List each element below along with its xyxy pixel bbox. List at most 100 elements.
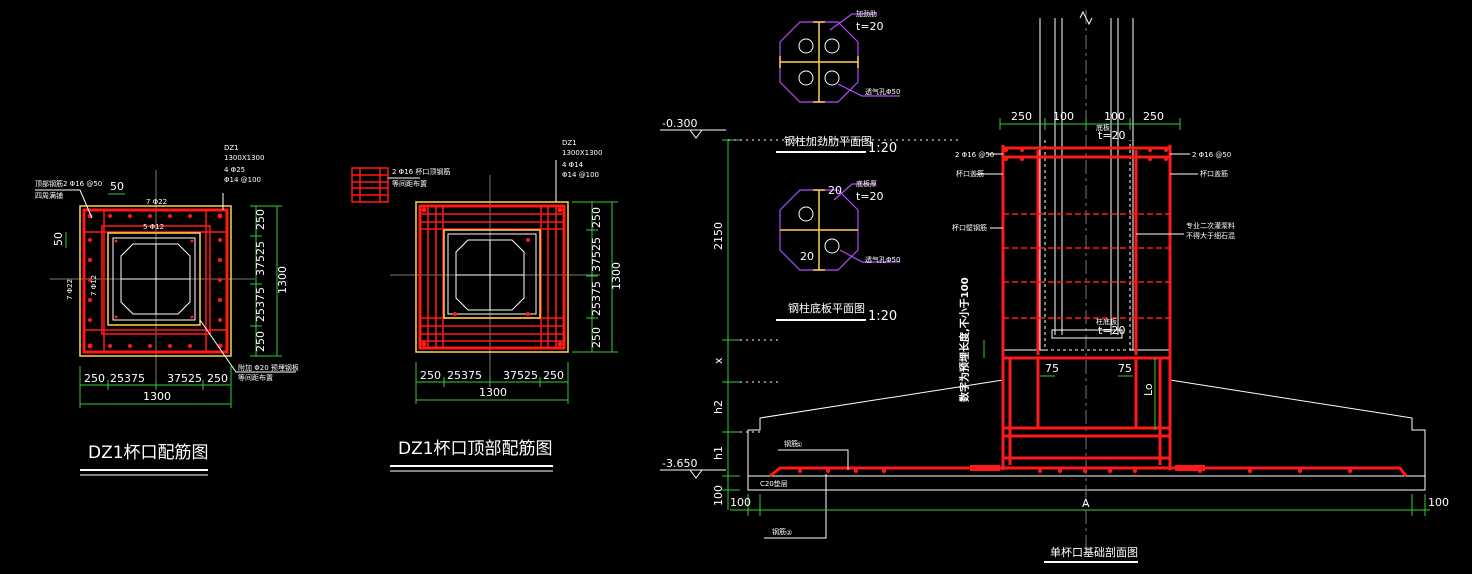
dim-ticks-bottom: [747, 494, 1426, 516]
dim-right-4: 250: [590, 327, 603, 348]
dim-h1: h1: [712, 446, 725, 460]
dim-right-1: 250: [590, 207, 603, 228]
inner-stirrup: [101, 225, 211, 335]
note-top-2: 四周满铺: [35, 191, 63, 200]
dim-top-2: 100: [1053, 110, 1074, 123]
vent-hole: [798, 206, 814, 222]
dim-right-2: 37525: [590, 237, 603, 272]
rebar-hook: [970, 465, 1000, 471]
label-plate: 底板厚: [856, 179, 877, 188]
tag-stirrup: Φ14 @100: [562, 171, 599, 179]
note-top-1: 顶部钢筋2 Φ16 @50: [35, 179, 102, 188]
top-mesh: [418, 204, 566, 350]
dim-top-4: 250: [1143, 110, 1164, 123]
bottom-mesh: [769, 466, 1408, 478]
dim-ticks-bottom: [415, 362, 569, 404]
leader-line: [837, 83, 900, 97]
dim-bottom-1: 250: [84, 372, 105, 385]
label-bar-2: 钢筋: [772, 527, 786, 536]
label-bar-2-no: ②: [786, 529, 792, 537]
bottom-mesh-dots: [798, 148, 1352, 473]
label-plate-2-t: t=20: [1098, 324, 1126, 337]
dim-50-top: 50: [110, 180, 124, 193]
scale-baseplate: 1:20: [868, 309, 897, 324]
dim-lo: Lo: [1142, 383, 1155, 396]
dim-x: x: [712, 357, 725, 364]
dim-A: A: [1082, 497, 1090, 510]
break-mark: [1079, 10, 1093, 26]
leader-line: [764, 474, 827, 539]
label-cushion: C20垫层: [760, 479, 788, 488]
label-plate: 底板: [1096, 123, 1110, 132]
drawing-stiffener-plan: 加劲肋 t=20 透气孔Φ50 钢柱加劲肋平面图 1:20: [776, 9, 900, 156]
dim-top-3: 100: [1104, 110, 1125, 123]
dim-bottom-total: 1300: [479, 386, 507, 399]
label-plate-2: 柱底板: [1096, 317, 1117, 326]
label-bar-1: 钢筋: [784, 439, 798, 448]
note-bottom: 附加 Φ20 预埋钢板: [238, 363, 299, 372]
label-7-22: 7 Φ22: [146, 198, 167, 206]
vent-hole: [824, 38, 840, 54]
note-bottom-2: 等间距布置: [238, 373, 273, 382]
level-triangle: [689, 129, 703, 139]
rebar-dots: [87, 213, 223, 349]
dim-right-total: 1300: [276, 266, 289, 294]
tag-bars: 4 Φ25: [224, 166, 245, 174]
drawing-foundation-section: -0.300 -3.650 2150 x h2 h1 100 C20垫层: [660, 10, 1449, 563]
rebar-hook: [1175, 465, 1205, 471]
level-triangle: [689, 469, 703, 479]
rebar-dots: [421, 207, 563, 347]
dim-100-a: 100: [730, 496, 751, 509]
scale-stiffener: 1:20: [868, 141, 897, 156]
base-plate: [1051, 329, 1123, 339]
dim-h2: h2: [712, 400, 725, 414]
cup-outline: [79, 205, 232, 357]
dim-right-4: 250: [254, 331, 267, 352]
label-vent: 透气孔Φ50: [865, 87, 900, 96]
dim-right-3: 25375: [254, 287, 267, 322]
vertical-note: 数字为预埋长度,不小于100: [958, 277, 971, 402]
vent-hole: [798, 70, 814, 86]
title-section: 单杯口基础剖面图: [1050, 545, 1138, 559]
dim-20-b: 20: [800, 250, 814, 263]
tag-dz1: DZ1: [224, 144, 239, 152]
label-bar-left: 2 Φ16 @50: [955, 151, 994, 159]
dim-ticks-right: [250, 205, 282, 357]
note-1: 2 Φ16 杯口顶钢筋: [392, 167, 450, 176]
label-5-12: 5 Φ12: [143, 223, 164, 231]
dim-bottom-2: 25375: [110, 372, 145, 385]
drawing-dz1-cup-plan: DZ1 1300X1300 4 Φ25 Φ14 @100 顶部钢筋2 Φ16 @…: [35, 144, 299, 476]
dim-bottom-3: 37525: [503, 369, 538, 382]
column-base: [112, 237, 196, 321]
cup-hoops: [1003, 213, 1170, 319]
leader-line: [833, 183, 876, 201]
label-side-b: 7 Φ12: [90, 275, 98, 296]
level-top: -0.300: [662, 117, 697, 130]
cup-wall-rebar: [1001, 145, 1172, 470]
base-plate: [120, 243, 191, 315]
detail-box: [351, 167, 389, 203]
label-stiffener-t: t=20: [856, 20, 884, 33]
dim-75-b: 75: [1118, 362, 1132, 375]
leader-line: [778, 449, 849, 470]
title-dz1-cup: DZ1杯口配筋图: [88, 443, 209, 463]
foundation-outline-left: [747, 349, 1045, 476]
label-cup-top: 杯口盖筋: [956, 169, 984, 178]
dim-2150: 2150: [712, 222, 725, 250]
plate-octagon: [779, 189, 859, 271]
tag-size: 1300X1300: [224, 154, 264, 162]
dim-50-left: 50: [52, 232, 65, 246]
dim-ticks-bottom: [79, 366, 232, 408]
leader-line: [829, 13, 876, 31]
leader-line: [35, 189, 93, 219]
label-cup-top-r: 杯口盖筋: [1200, 169, 1228, 178]
plate-octagon: [779, 21, 859, 103]
label-plate-t: t=20: [856, 190, 884, 203]
label-bar-1-no: ①: [796, 441, 802, 449]
dim-20-a: 20: [828, 184, 842, 197]
title-baseplate: 钢柱底板平面图: [788, 301, 865, 315]
label-stiffener: 加劲肋: [856, 9, 877, 18]
dim-ticks-right: [572, 201, 618, 353]
note-2: 等间距布置: [392, 179, 427, 188]
cup-opening: [107, 232, 201, 326]
